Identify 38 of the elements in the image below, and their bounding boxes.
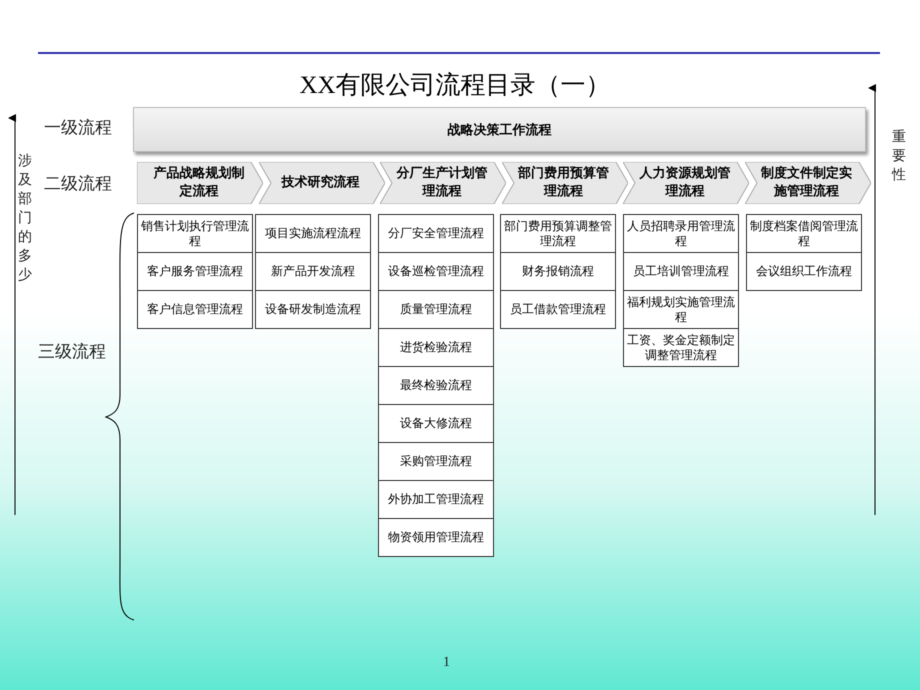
- process-box: 部门费用预算调整管理流程: [500, 214, 616, 253]
- process-box: 员工培训管理流程: [623, 252, 739, 291]
- process-box: 工资、奖金定额制定调整管理流程: [623, 328, 739, 367]
- process-box: 设备巡检管理流程: [378, 252, 494, 291]
- process-box: 最终检验流程: [378, 366, 494, 405]
- process-box: 设备大修流程: [378, 404, 494, 443]
- level-label: 一级流程: [44, 117, 112, 139]
- process-box: 客户信息管理流程: [137, 290, 253, 329]
- process-bar: 战略决策工作流程: [133, 107, 866, 152]
- process-box: 员工借款管理流程: [500, 290, 616, 329]
- process-box: 新产品开发流程: [255, 252, 371, 291]
- axis-label: 涉及部门的多少: [18, 152, 33, 285]
- level-label: 二级流程: [44, 173, 112, 195]
- process-box: 质量管理流程: [378, 290, 494, 329]
- axis-label: 重要性: [892, 128, 907, 185]
- process-box: 设备研发制造流程: [255, 290, 371, 329]
- chevron-step: 分厂生产计划管理流程: [380, 162, 506, 204]
- process-box: 会议组织工作流程: [746, 252, 862, 291]
- process-box: 福利规划实施管理流程: [623, 290, 739, 329]
- process-box: 采购管理流程: [378, 442, 494, 481]
- process-box: 外协加工管理流程: [378, 480, 494, 519]
- process-box: 人员招聘录用管理流程: [623, 214, 739, 253]
- process-box: 分厂安全管理流程: [378, 214, 494, 253]
- chevron-step: 人力资源规划管理流程: [623, 162, 749, 204]
- chevron-step: 产品战略规划制定流程: [137, 162, 263, 204]
- page-title: XX有限公司流程目录（一）: [298, 70, 612, 101]
- process-box: 项目实施流程流程: [255, 214, 371, 253]
- process-box: 进货检验流程: [378, 328, 494, 367]
- process-box: 销售计划执行管理流程: [137, 214, 253, 253]
- process-box: 制度档案借阅管理流程: [746, 214, 862, 253]
- process-box: 物资领用管理流程: [378, 518, 494, 557]
- chevron-step: 部门费用预算管理流程: [502, 162, 628, 204]
- page-number: 1: [443, 655, 450, 671]
- chevron-step: 技术研究流程: [258, 162, 384, 204]
- chevron-step: 制度文件制定实施管理流程: [744, 162, 870, 204]
- process-box: 财务报销流程: [500, 252, 616, 291]
- level-label: 三级流程: [38, 341, 106, 363]
- process-box: 客户服务管理流程: [137, 252, 253, 291]
